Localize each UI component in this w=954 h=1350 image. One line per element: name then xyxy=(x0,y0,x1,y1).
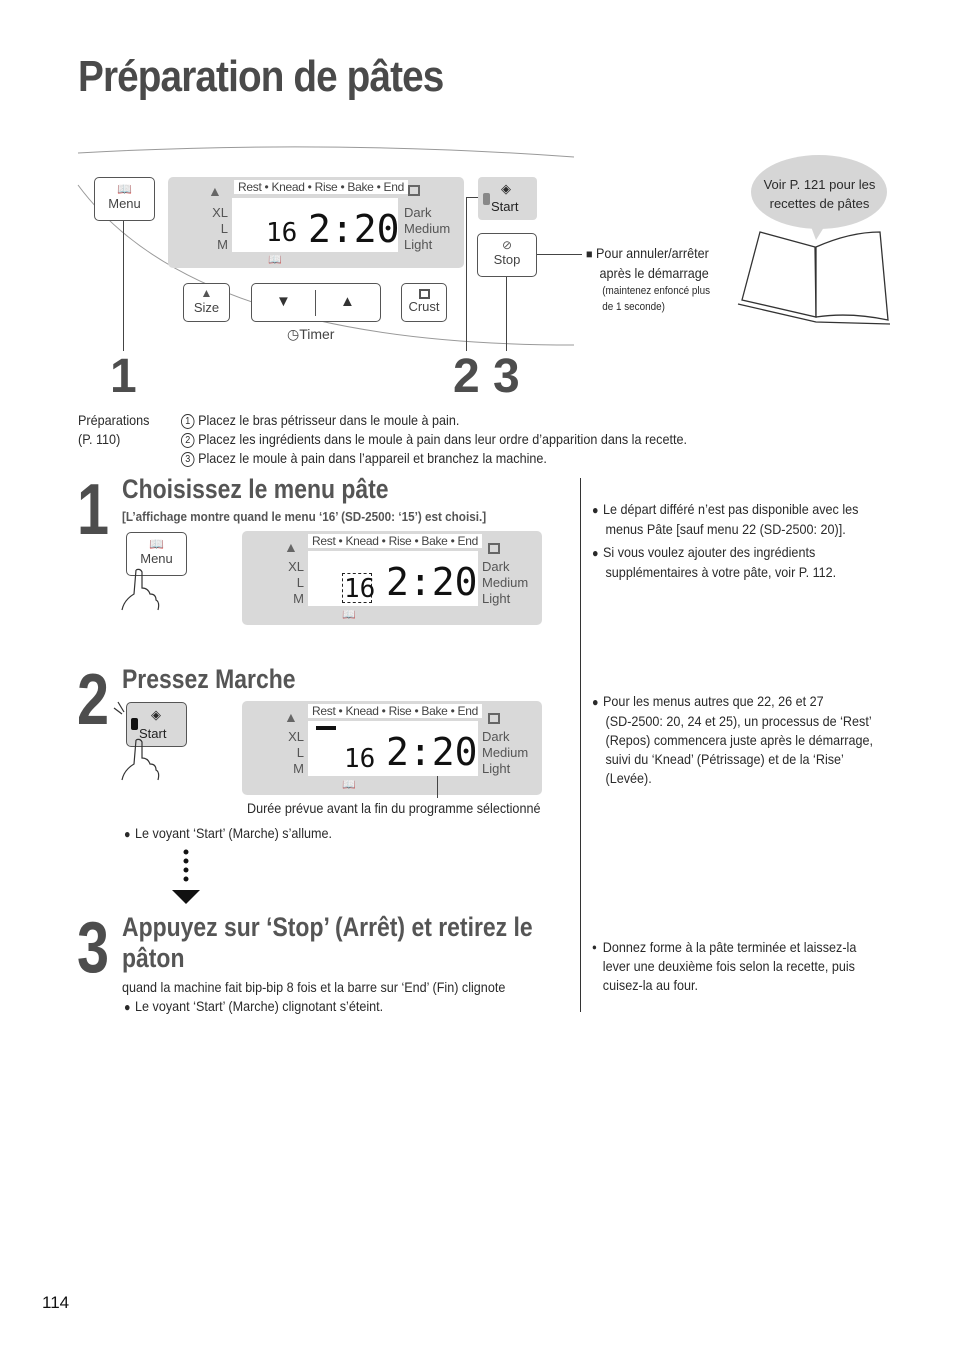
step-number-3: 3 xyxy=(77,908,110,988)
rest-stage-bar xyxy=(316,726,336,730)
lcd-screen: 16 2:20 xyxy=(232,198,400,252)
lcd-display-step1: Rest • Knead • Rise • Bake • End ▲ 16 2:… xyxy=(242,531,542,625)
callout-line-start xyxy=(466,197,467,351)
crust-icon xyxy=(488,543,500,554)
stop-button[interactable]: ⊘ Stop xyxy=(477,233,537,277)
menu-button[interactable]: 📖 Menu xyxy=(94,177,155,221)
step-2-caption: Durée prévue avant la fin du programme s… xyxy=(247,800,541,816)
page-number: 114 xyxy=(42,1293,70,1312)
step-3-body: quand la machine fait bip-bip 8 fois et … xyxy=(122,979,506,995)
book-icon: 📖 xyxy=(342,609,356,621)
callout-number-2-3: 2 3 xyxy=(453,350,520,403)
start-button[interactable]: ◈ Start xyxy=(478,177,537,220)
size-icon: ▲ xyxy=(208,183,222,199)
timer-label: ◷Timer xyxy=(287,326,335,342)
size-icon: ▲ xyxy=(200,286,213,300)
step-number-1: 1 xyxy=(77,470,110,550)
callout-line-stop xyxy=(506,277,507,351)
step-1-notes: Le départ différé n’est pas disponible a… xyxy=(592,500,888,582)
callout-line-menu xyxy=(123,221,124,351)
crust-icon xyxy=(488,713,500,724)
lcd-display-step2: Rest • Knead • Rise • Bake • End ▲ 16 2:… xyxy=(242,701,542,795)
callout-number-1: 1 xyxy=(110,350,137,403)
step-2-bullet: Le voyant ‘Start’ (Marche) s’allume. xyxy=(124,824,332,844)
callout-line-start-h xyxy=(466,197,478,198)
step-3-heading: Appuyez sur ‘Stop’ (Arrêt) et retirez le… xyxy=(122,912,533,974)
crust-button[interactable]: Crust xyxy=(401,283,447,322)
menu-button-step1[interactable]: 📖 Menu xyxy=(126,532,187,576)
divider xyxy=(315,290,316,316)
start-indicator-light xyxy=(483,193,490,205)
stage-bar: Rest • Knead • Rise • Bake • End xyxy=(234,180,408,194)
start-icon: ◈ xyxy=(501,181,511,196)
crust-icon xyxy=(408,185,420,196)
size-icon: ▲ xyxy=(284,539,298,555)
size-button[interactable]: ▲ Size xyxy=(183,283,230,322)
book-icon: 📖 xyxy=(268,254,282,266)
step-1-heading: Choisissez le menu pâte xyxy=(122,474,389,504)
crust-icon xyxy=(418,289,430,299)
up-arrow-icon[interactable]: ▲ xyxy=(340,293,355,310)
stop-icon: ⊘ xyxy=(501,238,513,252)
start-button-step2[interactable]: ◈ Start xyxy=(126,702,187,747)
column-divider xyxy=(580,478,581,1012)
down-arrow-icon[interactable]: ▼ xyxy=(276,293,291,310)
step-3-bullet: Le voyant ‘Start’ (Marche) clignotant s’… xyxy=(124,997,383,1017)
lcd-display-main: Rest • Knead • Rise • Bake • End ▲ 16 2:… xyxy=(168,177,464,268)
callout-line-stop-note xyxy=(537,254,582,255)
prep-label: Préparations (P. 110) xyxy=(78,412,150,447)
page-title: Préparation de pâtes xyxy=(78,52,444,101)
timer-arrow-buttons[interactable]: ▼ ▲ xyxy=(251,283,381,322)
step-number-2: 2 xyxy=(77,660,110,740)
book-icon: 📖 xyxy=(342,779,356,791)
book-icon: 📖 xyxy=(117,182,132,196)
book-icon: 📖 xyxy=(149,537,164,551)
caption-pointer xyxy=(437,776,438,798)
down-arrow-icon xyxy=(172,849,200,904)
stop-note: ■ Pour annuler/arrêter après le démarrag… xyxy=(586,245,711,313)
step-2-heading: Pressez Marche xyxy=(122,664,296,694)
start-icon: ◈ xyxy=(151,707,161,722)
menu-number-highlight xyxy=(342,573,372,603)
start-indicator-light xyxy=(131,718,138,730)
size-icon: ▲ xyxy=(284,709,298,725)
menu-number: 16 xyxy=(266,218,298,248)
time-display: 2:20 xyxy=(308,207,400,251)
step-3-notes: ●Donnez forme à la pâte terminée et lais… xyxy=(592,939,857,993)
recipe-book-illustration xyxy=(737,155,891,325)
step-2-notes: Pour les menus autres que 22, 26 et 27 (… xyxy=(592,692,904,788)
clock-icon: ◷ xyxy=(287,326,300,342)
speech-bubble-text: Voir P. 121 pour les recettes de pâtes xyxy=(763,177,876,211)
step-1-subheading: [L’affichage montre quand le menu ‘16’ (… xyxy=(122,509,487,524)
hand-pointer-icon xyxy=(113,701,160,781)
hand-pointer-icon xyxy=(121,568,160,611)
